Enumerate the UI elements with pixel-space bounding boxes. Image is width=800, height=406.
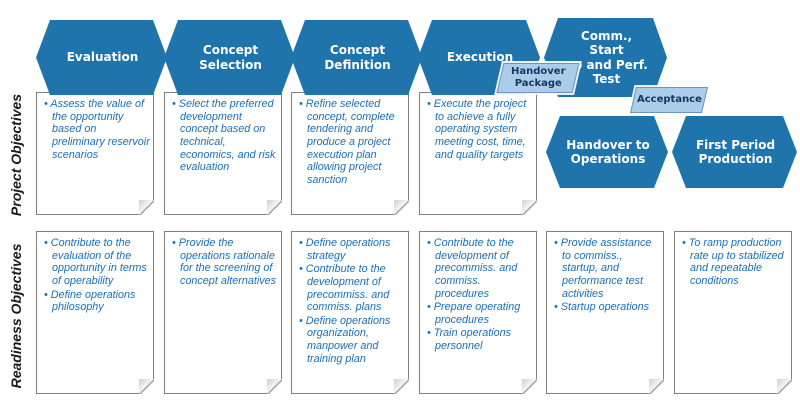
bullet-item: Select the preferred development concept…	[172, 98, 278, 174]
bullet-item: Execute the project to achieve a fully o…	[427, 98, 533, 161]
bullet-list: Refine selected concept, complete tender…	[292, 93, 408, 189]
bullet-list: Assess the value of the opportunity base…	[37, 93, 153, 164]
project-objectives-card-concept-definition: Refine selected concept, complete tender…	[291, 92, 409, 215]
bullet-item: Contribute to the development of precomm…	[427, 237, 533, 300]
project-objectives-card-concept-selection: Select the preferred development concept…	[164, 92, 282, 215]
bullet-item: Contribute to the evaluation of the oppo…	[44, 237, 150, 288]
bullet-item: Refine selected concept, complete tender…	[299, 98, 405, 186]
bullet-list: To ramp production rate up to stabilized…	[675, 232, 791, 291]
bullet-item: Contribute to the development of precomm…	[299, 263, 405, 314]
bullet-item: Define operations strategy	[299, 237, 405, 262]
phase-chevron-execution: Execution	[418, 20, 540, 95]
bullet-item: Define operations organization, manpower…	[299, 315, 405, 366]
bullet-item: Provide the operations rationale for the…	[172, 237, 278, 288]
bullet-item: Assess the value of the opportunity base…	[44, 98, 150, 161]
readiness-objectives-card-comm-startup: Provide assistance to commiss., startup,…	[546, 231, 664, 394]
milestone-handover-package: Handover Package	[496, 63, 580, 93]
bullet-list: Provide the operations rationale for the…	[165, 232, 281, 291]
readiness-objectives-card-concept-selection: Provide the operations rationale for the…	[164, 231, 282, 394]
phase-chevron-concept-selection: Concept Selection	[164, 20, 295, 95]
bullet-item: Define operations philosophy	[44, 289, 150, 314]
phase-chevron-handover-to-operations: Handover to Operations	[546, 116, 668, 188]
bullet-item: Provide assistance to commiss., startup,…	[554, 237, 660, 300]
milestone-acceptance: Acceptance	[629, 87, 709, 113]
project-objectives-card-evaluation: Assess the value of the opportunity base…	[36, 92, 154, 215]
bullet-list: Provide assistance to commiss., startup,…	[547, 232, 663, 317]
phase-chevron-concept-definition: Concept Definition	[291, 20, 422, 95]
phase-chevron-evaluation: Evaluation	[36, 20, 167, 95]
bullet-list: Execute the project to achieve a fully o…	[420, 93, 536, 164]
readiness-objectives-card-concept-definition: Define operations strategyContribute to …	[291, 231, 409, 394]
readiness-objectives-card-first-period: To ramp production rate up to stabilized…	[674, 231, 792, 394]
project-objectives-card-execution: Execute the project to achieve a fully o…	[419, 92, 537, 215]
row-label-project-objectives: Project Objectives	[8, 93, 24, 217]
bullet-list: Select the preferred development concept…	[165, 93, 281, 177]
milestone-acceptance-label: Acceptance	[636, 94, 702, 105]
bullet-list: Contribute to the evaluation of the oppo…	[37, 232, 153, 317]
row-label-readiness-objectives: Readiness Objectives	[8, 243, 24, 389]
readiness-objectives-card-evaluation: Contribute to the evaluation of the oppo…	[36, 231, 154, 394]
bullet-item: To ramp production rate up to stabilized…	[682, 237, 788, 288]
bullet-item: Train operations personnel	[427, 327, 533, 352]
milestone-handover-package-label: Handover Package	[510, 66, 566, 89]
phase-chevron-first-period-production: First Period Production	[672, 116, 797, 188]
bullet-item: Startup operations	[554, 301, 660, 314]
bullet-item: Prepare operating procedures	[427, 301, 533, 326]
readiness-objectives-card-execution: Contribute to the development of precomm…	[419, 231, 537, 394]
bullet-list: Define operations strategyContribute to …	[292, 232, 408, 368]
bullet-list: Contribute to the development of precomm…	[420, 232, 536, 356]
